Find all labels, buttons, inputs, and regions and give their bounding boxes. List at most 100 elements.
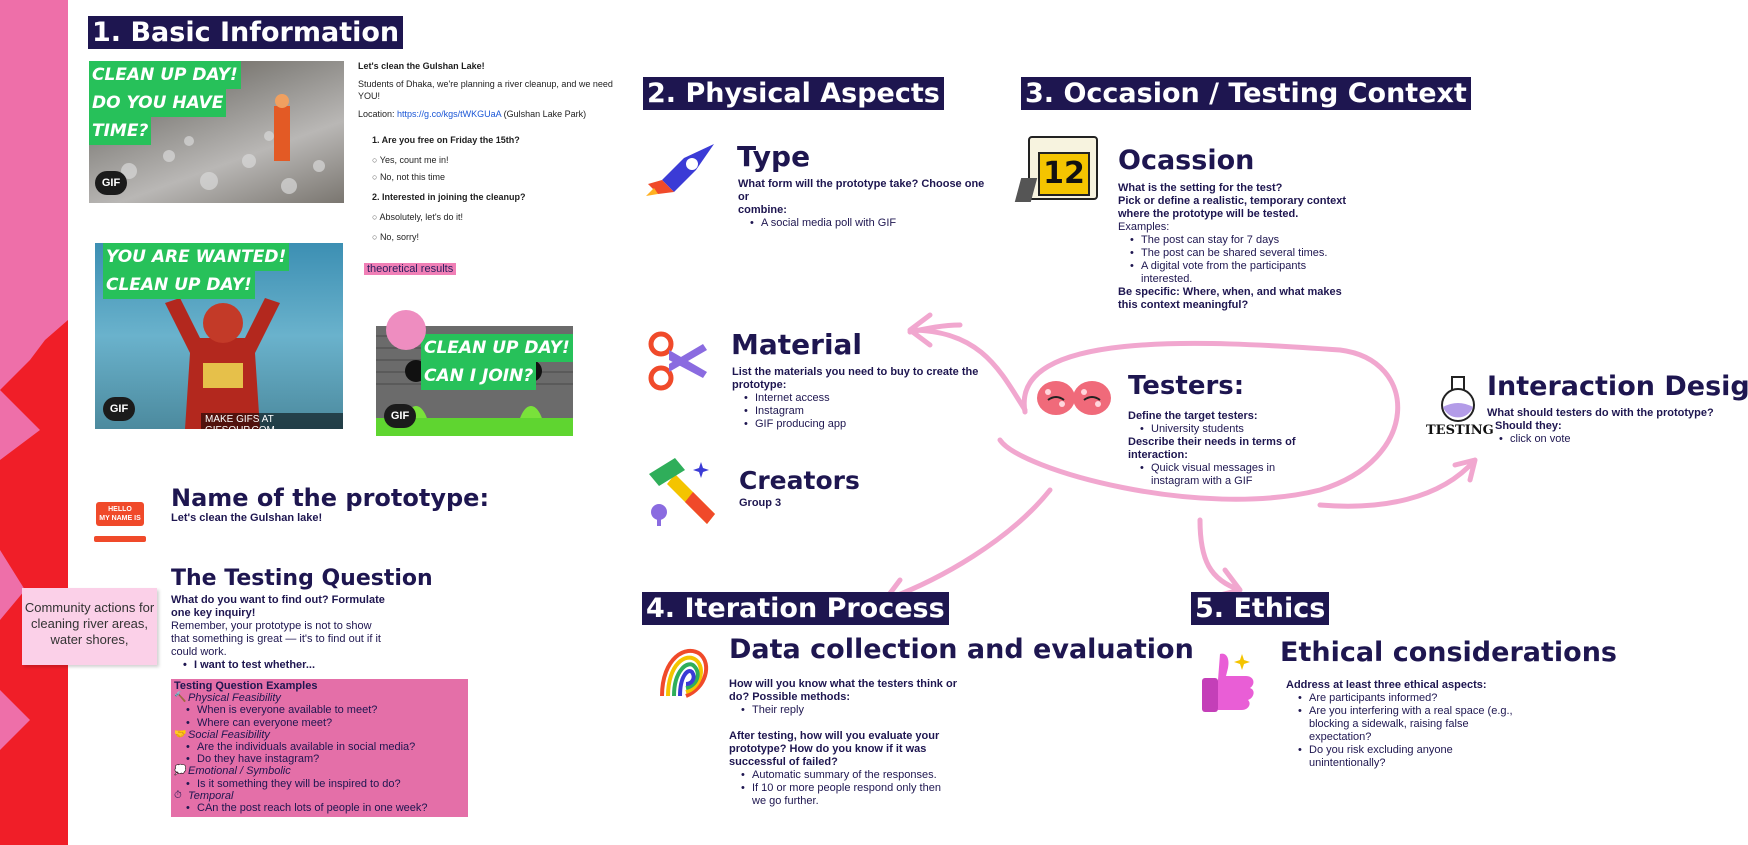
- material-item: Internet access: [732, 392, 1032, 405]
- scissors-icon: [648, 331, 707, 391]
- poll-question-1: 1. Are you free on Friday the 15th?: [372, 135, 520, 145]
- creators-title: Creators: [739, 466, 860, 495]
- iteration-item: If 10 or more people respond only then: [729, 782, 989, 795]
- testers-item: University students: [1128, 423, 1348, 436]
- occasion-item: A digital vote from the participants: [1118, 260, 1358, 273]
- section-title-basic-information: 1. Basic Information: [88, 16, 404, 49]
- rocket-icon: [646, 144, 714, 196]
- testers-item: Quick visual messages in: [1128, 462, 1348, 475]
- interaction-question: Should they:: [1495, 420, 1562, 432]
- ethics-item-continued: unintentionally?: [1309, 757, 1386, 769]
- name-tag-my-name-is: MY NAME IS: [99, 515, 141, 522]
- poll-option[interactable]: Absolutely, let's do it!: [372, 211, 618, 223]
- example-item: Do they have instagram?: [174, 753, 465, 765]
- prototype-name-title: Name of the prototype:: [171, 484, 490, 512]
- testing-note: Remember, your prototype is not to show: [171, 620, 372, 632]
- iteration-item: Automatic summary of the responses.: [729, 769, 989, 782]
- ethical-considerations-title: Ethical considerations: [1280, 637, 1617, 668]
- cleanup-gif-2: YOU ARE WANTED! CLEAN UP DAY! GIF MAKE G…: [95, 243, 343, 429]
- material-item: GIF producing app: [732, 418, 1032, 431]
- type-item: A social media poll with GIF: [738, 217, 998, 230]
- doc-location-note: (Gulshan Lake Park): [503, 109, 587, 119]
- occasion-item: The post can be shared several times.: [1118, 247, 1358, 260]
- ethics-item: Are participants informed?: [1286, 692, 1546, 705]
- iteration-question: do? Possible methods:: [729, 691, 851, 703]
- ethics-item: Do you risk excluding anyone: [1286, 744, 1546, 757]
- type-question: What form will the prototype take? Choos…: [738, 178, 985, 203]
- interaction-title: Interaction Design: [1487, 371, 1748, 402]
- testing-question-text: What do you want to find out? Formulate …: [171, 594, 411, 672]
- iteration-text: How will you know what the testers think…: [729, 678, 989, 808]
- example-item: When is everyone available to meet?: [174, 704, 465, 716]
- material-title: Material: [731, 328, 863, 361]
- testing-flask-icon: TESTING: [1426, 375, 1494, 443]
- ethics-text: Address at least three ethical aspects: …: [1286, 679, 1546, 770]
- glasses-icon: [1037, 381, 1111, 415]
- iteration-item: Their reply: [729, 704, 989, 717]
- prototype-name-value: Let's clean the Gulshan lake!: [171, 512, 323, 524]
- handshake-icon: 🤝: [174, 728, 187, 740]
- gif-2-caption-1: YOU ARE WANTED!: [103, 243, 290, 271]
- calendar-number: 12: [1038, 152, 1090, 196]
- name-tag-icon: HELLO MY NAME IS: [92, 498, 148, 546]
- testing-examples-box: Testing Question Examples 🔨Physical Feas…: [171, 679, 468, 817]
- poll-document: Let's clean the Gulshan Lake! Students o…: [358, 60, 618, 248]
- testers-title: Testers:: [1128, 371, 1245, 401]
- ethics-item-continued: blocking a sidewalk, raising false: [1309, 718, 1469, 730]
- sticky-note[interactable]: Community actions for cleaning river are…: [22, 588, 157, 665]
- testing-prompt: one key inquiry!: [171, 607, 256, 619]
- interaction-text: What should testers do with the prototyp…: [1487, 407, 1727, 446]
- thumbs-up-icon: [1202, 653, 1254, 712]
- ethics-question: Address at least three ethical aspects:: [1286, 679, 1487, 691]
- example-category: 🤝Social Feasibility: [174, 728, 270, 741]
- iteration-question: prototype? How do you know if it was: [729, 743, 927, 755]
- gif-1-caption-3: TIME?: [89, 117, 152, 145]
- name-tag-hello: HELLO: [108, 506, 132, 513]
- creators-value: Group 3: [739, 497, 782, 509]
- type-question: combine:: [738, 204, 787, 216]
- location-link[interactable]: https://g.co/kgs/tWKGUaA: [397, 109, 502, 119]
- section-title-ethics: 5. Ethics: [1191, 592, 1330, 625]
- ethics-item-continued: expectation?: [1309, 731, 1372, 743]
- testers-question: Define the target testers:: [1128, 410, 1258, 422]
- cleanup-gif-1: CLEAN UP DAY! DO YOU HAVE TIME? GIF: [89, 61, 344, 203]
- testers-item-continued: instagram with a GIF: [1151, 475, 1253, 487]
- doc-intro: Students of Dhaka, we're planning a rive…: [358, 79, 613, 101]
- example-item: Where can everyone meet?: [174, 717, 465, 729]
- section-title-physical-aspects: 2. Physical Aspects: [643, 77, 944, 110]
- gif-3-caption-2: CAN I JOIN?: [421, 362, 537, 390]
- ethics-item: Are you interfering with a real space (e…: [1286, 705, 1546, 718]
- doc-location: Location: https://g.co/kgs/tWKGUaA (Guls…: [358, 108, 618, 120]
- examples-title: Testing Question Examples: [174, 680, 318, 692]
- theoretical-results-label: theoretical results: [364, 263, 457, 275]
- testing-note: could work.: [171, 646, 227, 658]
- iteration-question: How will you know what the testers think…: [729, 678, 957, 690]
- section-title-occasion: 3. Occasion / Testing Context: [1021, 77, 1471, 110]
- speech-bubble-icon: 💭: [174, 765, 187, 777]
- poll-option[interactable]: No, sorry!: [372, 231, 618, 243]
- material-question: List the materials you need to buy to cr…: [732, 366, 979, 391]
- example-category: ⏱Temporal: [174, 789, 234, 802]
- example-item: CAn the post reach lots of people in one…: [174, 802, 465, 814]
- occasion-question: What is the setting for the test?: [1118, 182, 1283, 194]
- iteration-item-continued: we go further.: [752, 795, 819, 807]
- poll-option[interactable]: Yes, count me in!: [372, 154, 618, 166]
- poll-question-2: 2. Interested in joining the cleanup?: [372, 192, 526, 202]
- hammer-icon: 🔨: [174, 692, 187, 704]
- poll-option[interactable]: No, not this time: [372, 171, 618, 183]
- red-shape-decoration: [0, 320, 68, 845]
- testers-text: Define the target testers: University st…: [1128, 410, 1348, 488]
- example-item: Are the individuals available in social …: [174, 741, 465, 753]
- gif-badge: GIF: [384, 404, 416, 428]
- gif-badge: GIF: [103, 397, 135, 421]
- iteration-question: After testing, how will you evaluate you…: [729, 730, 940, 742]
- interaction-question: What should testers do with the prototyp…: [1487, 407, 1714, 419]
- data-collection-title: Data collection and evaluation: [729, 634, 1194, 665]
- gif-3-caption-1: CLEAN UP DAY!: [421, 334, 573, 362]
- material-item: Instagram: [732, 405, 1032, 418]
- occasion-item: The post can stay for 7 days: [1118, 234, 1358, 247]
- occasion-question: Pick or define a realistic, temporary co…: [1118, 195, 1347, 207]
- type-title: Type: [737, 140, 811, 173]
- tools-icon: [649, 458, 715, 526]
- section-title-iteration-process: 4. Iteration Process: [642, 592, 949, 625]
